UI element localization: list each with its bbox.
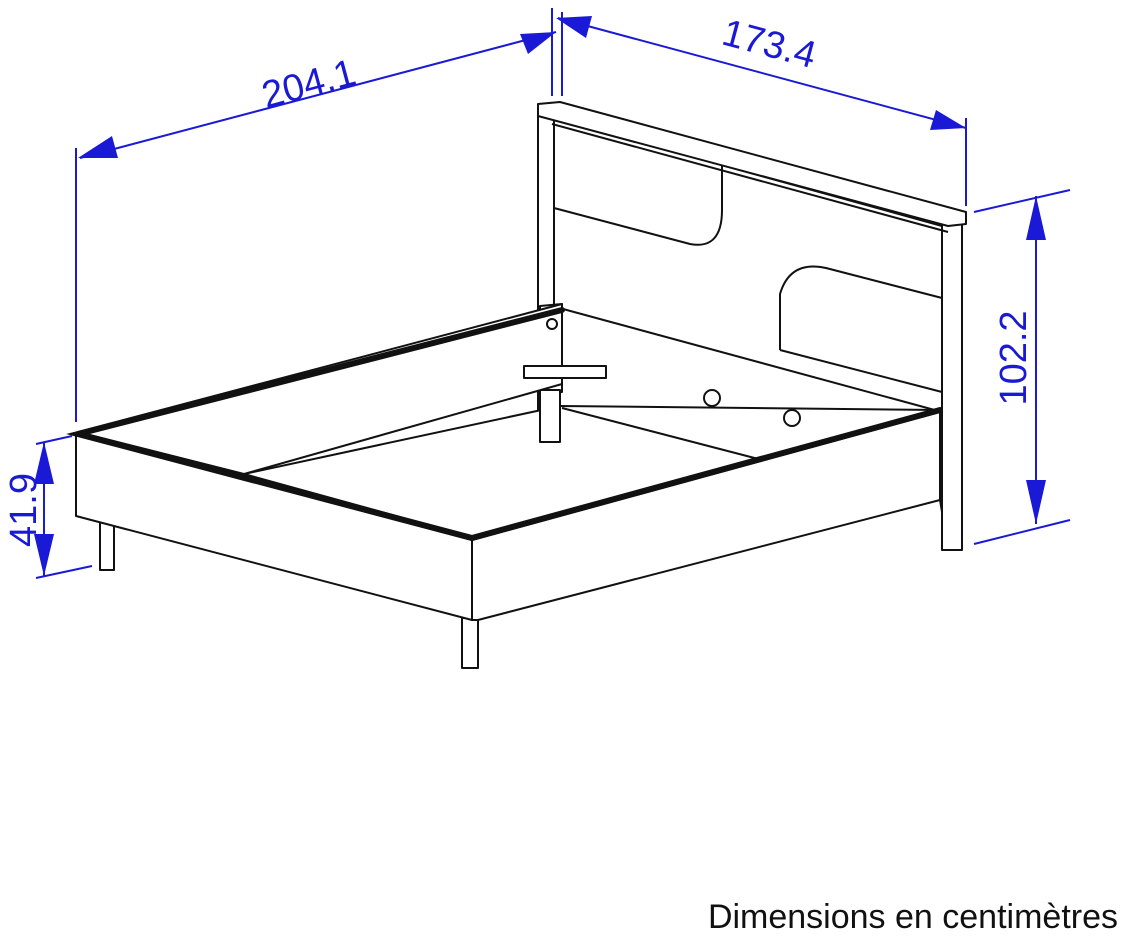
arrow-frame-bottom (34, 534, 54, 576)
dimension-frame-height: 41.9 (3, 435, 93, 579)
dimension-width: 173.4 (556, 12, 967, 206)
arrow-length-right (520, 32, 556, 54)
arrow-length-left (78, 136, 118, 158)
headboard-height-label: 102.2 (993, 310, 1035, 405)
arrow-height-bottom (1026, 480, 1046, 524)
frame-height-label: 41.9 (3, 473, 45, 547)
arrow-height-top (1026, 196, 1046, 240)
units-caption: Dimensions en centimètres (707, 898, 1118, 936)
arrow-frame-top (34, 442, 54, 484)
headboard-right-post (941, 221, 963, 551)
dimension-headboard-height: 102.2 (973, 189, 1071, 545)
arrow-width-right (930, 110, 966, 130)
length-label: 204.1 (258, 52, 361, 117)
bed-outline (66, 101, 967, 669)
arrow-width-left (556, 16, 592, 38)
frame-top-edge (66, 307, 943, 542)
fixing-b (783, 409, 801, 427)
rear-left-leg (99, 519, 115, 571)
headboard-top-rail (537, 101, 967, 227)
bolt-hole (546, 318, 558, 330)
fixing-a (703, 389, 721, 407)
width-label: 173.4 (718, 12, 821, 77)
side-rail-inner (77, 303, 563, 475)
headboard-cutout-upper (553, 166, 723, 246)
center-bracket (523, 365, 607, 379)
front-leg (461, 617, 479, 669)
headboard-cutout-lower (779, 265, 943, 350)
center-leg (539, 389, 561, 443)
